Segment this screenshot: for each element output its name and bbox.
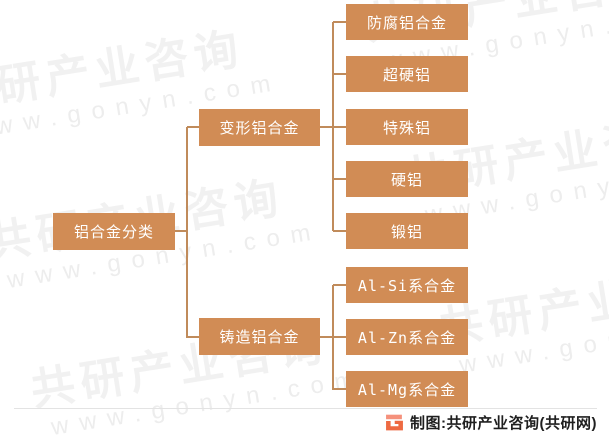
connector-branch2-stub bbox=[187, 336, 199, 338]
connector-root-out bbox=[175, 230, 187, 232]
node-leaf: 硬铝 bbox=[346, 161, 468, 197]
connector-leaf-stub bbox=[333, 178, 346, 180]
watermark-site-text: www.gonyn.com bbox=[49, 364, 368, 436]
gonyn-logo-icon bbox=[386, 414, 403, 430]
node-branch-cast: 铸造铝合金 bbox=[199, 318, 320, 355]
connector-leaf-stub bbox=[333, 126, 346, 128]
connector-leaf-stub bbox=[333, 230, 346, 232]
node-leaf: Al-Mg系合金 bbox=[346, 371, 468, 407]
connector-branch2-out bbox=[320, 336, 333, 338]
node-branch-wrought: 变形铝合金 bbox=[199, 109, 320, 146]
watermark-site-text: www.gonyn.com bbox=[457, 302, 609, 379]
node-leaf: Al-Si系合金 bbox=[346, 267, 468, 303]
node-leaf: 锻铝 bbox=[346, 213, 468, 249]
connector-leaf-stub bbox=[333, 73, 346, 75]
connector-leaf-stub bbox=[333, 388, 346, 390]
connector-root-trunk bbox=[186, 127, 188, 338]
connector-leaf-stub bbox=[333, 284, 346, 286]
connector-branch1-stub bbox=[187, 126, 199, 128]
watermark-brand-text: 共研产业咨询 bbox=[0, 24, 248, 120]
node-root: 铝合金分类 bbox=[53, 213, 175, 250]
node-leaf: 超硬铝 bbox=[346, 56, 468, 92]
node-leaf: Al-Zn系合金 bbox=[346, 319, 468, 355]
connector-leaf-stub bbox=[333, 21, 346, 23]
node-leaf: 防腐铝合金 bbox=[346, 4, 468, 40]
footer-divider bbox=[14, 408, 597, 409]
footer-credit-row: 制图:共研产业咨询(共研网) bbox=[385, 411, 597, 433]
footer-credit-text: 制图:共研产业咨询(共研网) bbox=[410, 414, 597, 432]
node-leaf: 特殊铝 bbox=[346, 109, 468, 145]
connector-leaf-stub bbox=[333, 336, 346, 338]
connector-branch1-out bbox=[320, 126, 333, 128]
